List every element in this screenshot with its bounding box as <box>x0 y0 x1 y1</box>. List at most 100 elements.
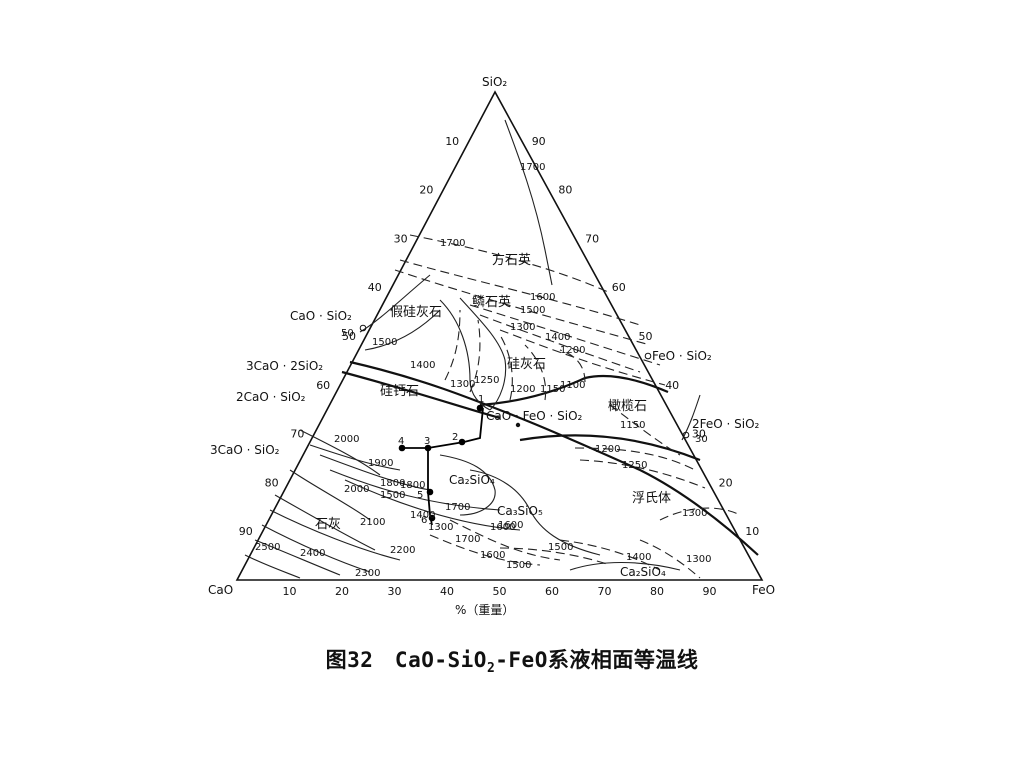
isotherm-value-label: 2500 <box>255 542 280 553</box>
vertex-label-sio2: SiO₂ <box>482 75 507 89</box>
isotherm-1700-steep <box>504 119 553 286</box>
isotherm-value-label: 1200 <box>560 345 585 356</box>
compound-label-3cao-2sio2: 3CaO · 2SiO₂ <box>246 359 323 373</box>
isotherm-value-label: 1300 <box>450 379 475 390</box>
isotherm-1100-mid <box>559 349 586 383</box>
path-label-6: 6 <box>421 515 427 526</box>
isotherm-1300-top <box>479 314 641 373</box>
bottom-tick-label: 10 <box>283 585 297 598</box>
path-marker-2 <box>458 438 466 446</box>
phase-label-wollastonite: 硅灰石 <box>507 357 546 372</box>
phase-label-pseudowollastonite: 假硅灰石 <box>390 305 442 320</box>
path-marker-6 <box>428 514 436 522</box>
left-tick-label: 10 <box>445 135 459 148</box>
isotherm-value-label: 1250 <box>622 460 647 471</box>
compound-label-ca3sio5: Ca₃SiO₅ <box>497 504 543 518</box>
isotherm-1600-b <box>429 534 541 566</box>
isotherm-value-label: 1700 <box>455 534 480 545</box>
left-tick-label: 70 <box>290 428 304 441</box>
phase-label-rankinite: 硅钙石 <box>380 384 419 399</box>
ca2sio4-field <box>439 454 496 516</box>
isotherm-value-label: 1500 <box>506 560 531 571</box>
isotherm-1200-mid <box>499 334 513 401</box>
boundary-tridymite-wollastonite <box>459 297 507 411</box>
isotherm-value-label: 2100 <box>360 517 385 528</box>
isotherm-2000-a <box>299 429 381 476</box>
path-label-2: 2 <box>452 432 458 443</box>
bottom-tick-label: 60 <box>545 585 559 598</box>
isotherm-2400 <box>254 539 341 576</box>
path-markers <box>398 404 484 522</box>
compound-marker-cao-sio2 <box>359 324 367 332</box>
ternary-triangle <box>235 90 764 581</box>
isotherm-1300-c <box>639 539 701 579</box>
bottom-tick-label: 20 <box>335 585 349 598</box>
caption-suffix: -FeO系液相面等温线 <box>495 648 699 672</box>
isotherm-value-label: 1150 <box>540 384 565 395</box>
right-tick-label: 90 <box>532 135 546 148</box>
isotherm-value-label: 1100 <box>560 380 585 391</box>
isotherm-2300 <box>261 524 371 573</box>
right-tick-label: 70 <box>585 232 599 245</box>
compound-label-2cao-sio2: 2CaO · SiO₂ <box>236 390 306 404</box>
isotherm-value-label: 1150 <box>620 420 645 431</box>
path-marker-5 <box>426 488 434 496</box>
isotherm-value-label: 1400 <box>410 510 435 521</box>
isotherm-value-label: 2000 <box>344 484 369 495</box>
isotherm-value-label: 1600 <box>498 520 523 531</box>
low-eutectic-field <box>569 562 681 571</box>
right-tick-label: 20 <box>719 476 733 489</box>
isotherm-value-label: 2300 <box>355 568 380 579</box>
compound-markers <box>359 324 690 439</box>
isotherm-1800-a <box>319 454 431 491</box>
isotherm-value-label: 1250 <box>474 375 499 386</box>
path-label-4: 4 <box>398 436 404 447</box>
phase-label-lime: 石灰 <box>315 517 341 532</box>
left-tick-label: 60 <box>316 379 330 392</box>
isotherm-value-label: 1300 <box>682 508 707 519</box>
right-tick-label: 40 <box>665 379 679 392</box>
bottom-tick-label: 50 <box>493 585 507 598</box>
isotherm-2000-b <box>289 469 371 521</box>
path-marker-3 <box>424 444 432 452</box>
isotherm-1150-right <box>609 404 681 456</box>
path-label-3: 3 <box>424 436 430 447</box>
isotherm-value-label: 2400 <box>300 548 325 559</box>
isotherm-value-label: 1400 <box>545 332 570 343</box>
isotherm-value-label: 1400 <box>626 552 651 563</box>
figure-caption: 图32 CaO-SiO2-FeO系液相面等温线 <box>0 644 1024 676</box>
isotherm-1300-right <box>659 507 741 521</box>
compound-label-ca2sio4-b: Ca₂SiO₄ <box>620 565 666 579</box>
isotherm-value-label: 2200 <box>390 545 415 556</box>
boundary-wollastonite-rankinite <box>349 360 759 556</box>
path-label-5: 5 <box>417 490 423 501</box>
phase-label-olivine: 橄榄石 <box>608 398 647 414</box>
phase-label-wustite: 浮氏体 <box>632 491 671 506</box>
caption-subscript: 2 <box>486 661 496 677</box>
isotherm-value-label: 1300 <box>510 322 535 333</box>
isotherm-1500-b <box>449 519 561 561</box>
compound-value-cao-sio2: 50 <box>341 328 354 339</box>
left-tick-label: 80 <box>265 476 279 489</box>
path-marker-4 <box>398 444 406 452</box>
phase-label-cristobalite: 方石英 <box>492 252 531 268</box>
boundary-pseudowollastonite <box>439 299 491 411</box>
left-tick-label: 30 <box>394 232 408 245</box>
isotherm-1250-right <box>579 459 706 489</box>
compound-marker-cao-feo-sio2 <box>515 422 521 428</box>
compound-marker-feo-sio2 <box>644 352 652 360</box>
vertex-label-cao: CaO <box>208 583 233 597</box>
isotherm-value-labels: 1700170016001500140013001200150014001300… <box>255 162 711 579</box>
bottom-tick-label: 80 <box>650 585 664 598</box>
isotherm-value-label: 1200 <box>510 384 535 395</box>
path-marker-1 <box>476 404 484 412</box>
bottom-tick-label: 40 <box>440 585 454 598</box>
bottom-tick-label: 70 <box>598 585 612 598</box>
boundary-silica-liquidus <box>341 370 501 420</box>
isotherm-value-label: 1800 <box>380 478 405 489</box>
left-tick-label: 40 <box>368 281 382 294</box>
isotherm-2200 <box>269 509 401 561</box>
isotherm-value-label: 1300 <box>428 522 453 533</box>
isotherm-value-label: 1500 <box>372 337 397 348</box>
